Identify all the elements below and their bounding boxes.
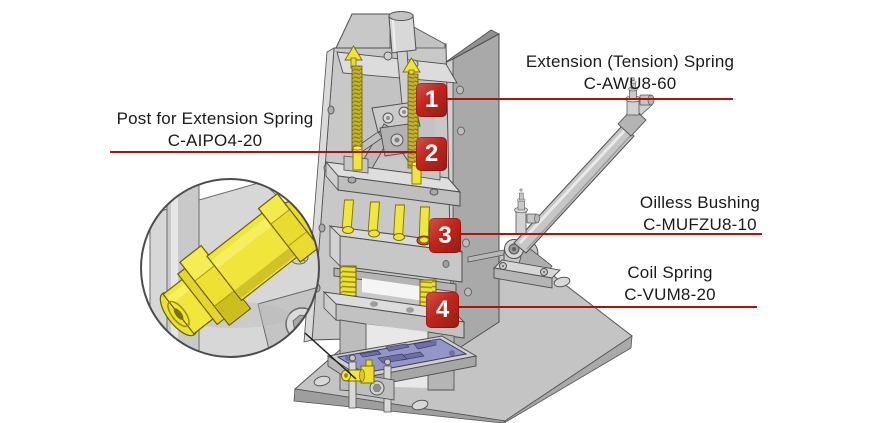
- part-name: Extension (Tension) Spring: [525, 52, 735, 71]
- marker-1: 1: [416, 83, 447, 117]
- part-number: C-VUM8-20: [624, 285, 716, 304]
- part-name: Oilless Bushing: [639, 193, 761, 212]
- leader-line-1: [446, 98, 733, 100]
- callout-label-3: Oilless Bushing C-MUFZU8-10: [550, 192, 850, 236]
- leader-line-2: [110, 151, 417, 153]
- part-number: C-MUFZU8-10: [643, 215, 757, 234]
- marker-3: 3: [429, 218, 461, 253]
- coil-spring-left: [339, 265, 357, 297]
- bushing-block: [328, 225, 464, 283]
- detail-leader-line: [304, 332, 357, 380]
- arm-end-fitting-bottom: [514, 188, 540, 235]
- part-number: C-AWU8-60: [583, 74, 677, 93]
- detail-magnifier: [140, 178, 357, 380]
- marker-2: 2: [416, 137, 447, 171]
- callout-label-2: Post for Extension Spring C-AIPO4-20: [65, 108, 365, 152]
- leader-line-4: [459, 306, 757, 308]
- part-name: Coil Spring: [627, 263, 713, 282]
- part-number: C-AIPO4-20: [167, 131, 263, 150]
- coil-spring-stage: [333, 265, 457, 313]
- marker-4: 4: [426, 292, 459, 328]
- callout-label-1: Extension (Tension) Spring C-AWU8-60: [480, 51, 780, 95]
- part-name: Post for Extension Spring: [116, 109, 314, 128]
- callout-label-4: Coil Spring C-VUM8-20: [520, 262, 820, 306]
- detail-circle-outline: [140, 178, 320, 358]
- leader-line-3: [461, 233, 762, 235]
- brass-fitting: [341, 359, 375, 384]
- front-bracket: [341, 354, 395, 413]
